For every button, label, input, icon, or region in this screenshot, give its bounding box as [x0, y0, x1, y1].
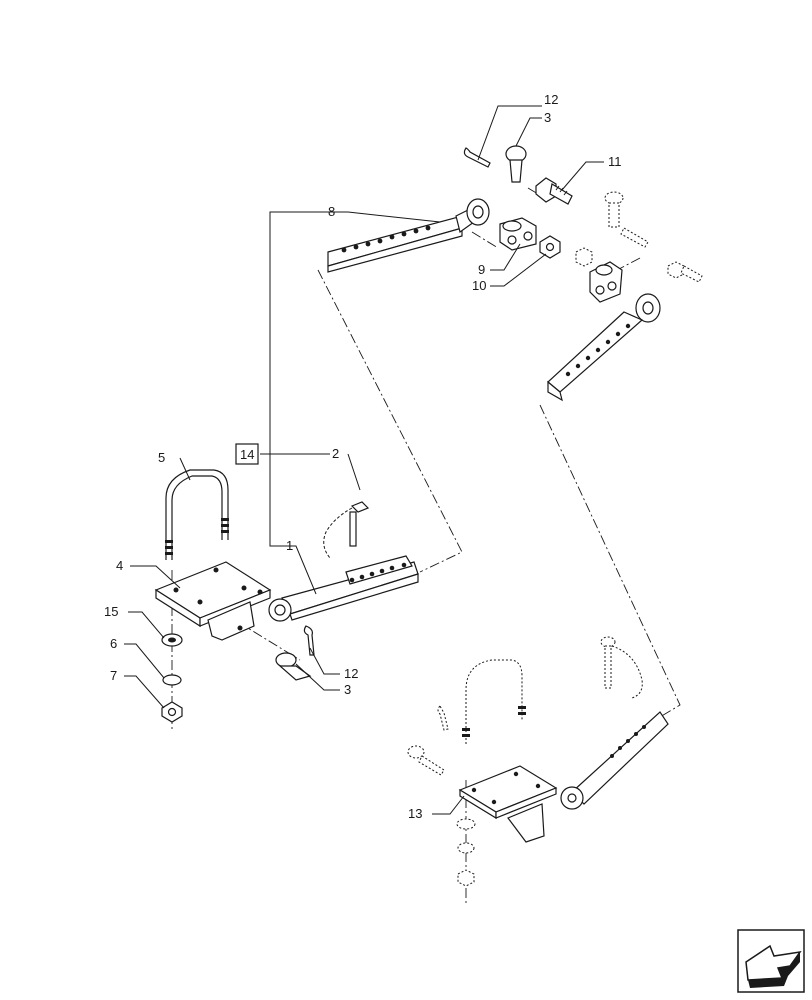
part-1-link — [268, 555, 419, 622]
callout-12-upper: 12 — [544, 92, 558, 107]
part-2-pin-chain — [323, 501, 370, 559]
part-8-link — [327, 198, 490, 273]
callout-labels: 12 3 11 8 9 10 14 2 5 1 4 15 6 12 7 3 13 — [104, 92, 622, 821]
part-12-split-pin-upper — [463, 147, 491, 168]
callout-14: 14 — [240, 447, 254, 462]
part-3-pin-lower — [275, 652, 312, 681]
callout-3-upper: 3 — [544, 110, 551, 125]
part-7-nut — [161, 701, 183, 723]
callout-11: 11 — [608, 154, 622, 169]
part-9-clevis — [499, 217, 537, 251]
callout-6: 6 — [110, 636, 117, 651]
part-5-u-bolt — [165, 469, 229, 560]
callout-5: 5 — [158, 450, 165, 465]
part-15-washer — [161, 633, 183, 647]
part-3-pin-upper — [505, 145, 527, 183]
callout-7: 7 — [110, 668, 117, 683]
next-page-arrow-icon[interactable] — [737, 929, 805, 993]
callout-4: 4 — [116, 558, 123, 573]
callout-15: 15 — [104, 604, 118, 619]
part-4-bracket — [154, 561, 272, 641]
callout-3-lower: 3 — [344, 682, 351, 697]
part-6-lock-washer — [162, 674, 182, 686]
callout-9: 9 — [478, 262, 485, 277]
part-12-split-pin-lower — [303, 625, 315, 656]
callout-8: 8 — [328, 204, 335, 219]
callout-12-lower: 12 — [344, 666, 358, 681]
ghost-upper-assembly — [547, 191, 703, 402]
callout-14-box — [235, 443, 259, 465]
callout-1: 1 — [286, 538, 293, 553]
callout-2: 2 — [332, 446, 339, 461]
ghost-lower-assembly — [407, 636, 669, 887]
callout-10: 10 — [472, 278, 486, 293]
leader-lines — [124, 105, 604, 815]
part-11-bolt — [535, 177, 573, 205]
part-10-nut — [539, 235, 561, 259]
callout-13: 13 — [408, 806, 422, 821]
